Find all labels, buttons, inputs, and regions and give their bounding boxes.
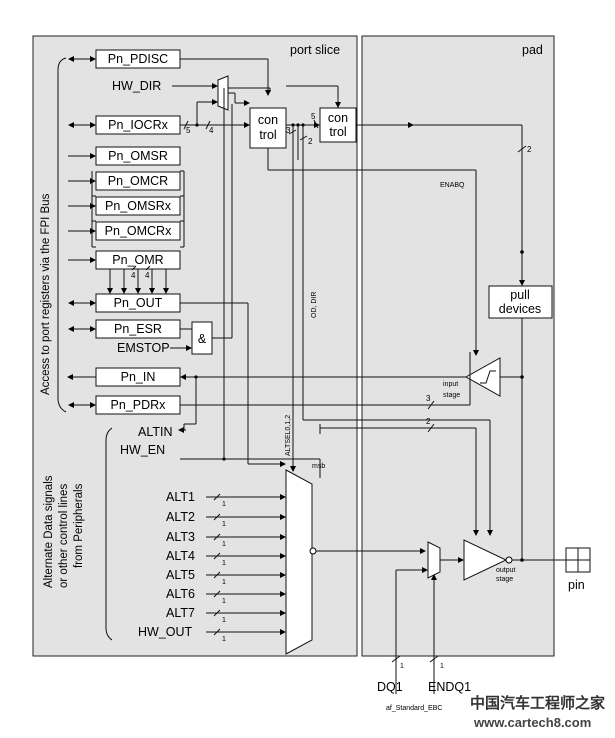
dir-mux bbox=[217, 75, 229, 111]
svg-text:trol: trol bbox=[259, 128, 276, 142]
output-stage: output stage bbox=[463, 539, 516, 583]
fpi-brace bbox=[57, 57, 67, 413]
svg-text:trol: trol bbox=[329, 125, 346, 139]
svg-text:2: 2 bbox=[527, 145, 532, 154]
svg-text:1: 1 bbox=[222, 560, 226, 567]
svg-text:pin: pin bbox=[568, 578, 585, 592]
register-pdisc: Pn_PDISC bbox=[95, 49, 181, 69]
endq1-label: ENDQ1 bbox=[428, 680, 471, 694]
alt2-label: ALT2 bbox=[166, 510, 195, 524]
svg-text:1: 1 bbox=[222, 617, 226, 624]
altin-label: ALTIN bbox=[138, 425, 173, 439]
svg-text:2: 2 bbox=[426, 417, 431, 426]
alt4-label: ALT4 bbox=[166, 549, 195, 563]
svg-text:Pn_PDRx: Pn_PDRx bbox=[111, 398, 167, 412]
register-omr: Pn_OMR bbox=[95, 250, 181, 270]
svg-text:Pn_OMCRx: Pn_OMCRx bbox=[105, 224, 172, 238]
pin-symbol: pin bbox=[565, 547, 591, 592]
figure-id: af_Standard_EBC bbox=[386, 705, 442, 712]
svg-text:3: 3 bbox=[286, 126, 291, 135]
svg-text:1: 1 bbox=[222, 521, 226, 528]
output-mux bbox=[427, 541, 441, 579]
emstop-label: EMSTOP bbox=[117, 341, 170, 355]
hw-dir-label: HW_DIR bbox=[112, 79, 161, 93]
watermark-cn: 中国汽车工程师之家 bbox=[470, 694, 605, 712]
register-out: Pn_OUT bbox=[95, 293, 181, 313]
svg-text:con: con bbox=[328, 111, 348, 125]
svg-text:stage: stage bbox=[443, 392, 460, 399]
register-iocr: Pn_IOCRx bbox=[95, 115, 181, 135]
alt-inputs: ALT1 ALT2 ALT3 ALT4 ALT5 ALT6 ALT7 HW_OU… bbox=[138, 490, 195, 639]
svg-text:output: output bbox=[496, 567, 516, 574]
svg-text:pull: pull bbox=[510, 288, 529, 302]
alt-input-wires bbox=[206, 493, 286, 636]
control-block-1: con trol bbox=[249, 107, 287, 149]
svg-text:Pn_IOCRx: Pn_IOCRx bbox=[108, 118, 168, 132]
svg-text:1: 1 bbox=[222, 541, 226, 548]
svg-text:devices: devices bbox=[499, 302, 541, 316]
svg-text:Pn_OUT: Pn_OUT bbox=[114, 296, 163, 310]
enabq-label: ENABQ bbox=[440, 182, 465, 189]
svg-text:1: 1 bbox=[400, 663, 404, 670]
alt-brace bbox=[105, 427, 113, 641]
svg-text:1: 1 bbox=[222, 579, 226, 586]
alt7-label: ALT7 bbox=[166, 606, 195, 620]
svg-text:con: con bbox=[258, 113, 278, 127]
svg-text:1: 1 bbox=[222, 598, 226, 605]
svg-text:1: 1 bbox=[222, 636, 226, 643]
fpi-access-label: Access to port registers via the FPI Bus bbox=[40, 193, 52, 395]
svg-text:Pn_OMCR: Pn_OMCR bbox=[108, 174, 168, 188]
hw-en-label: HW_EN bbox=[120, 443, 165, 457]
register-omcr: Pn_OMCR bbox=[95, 171, 181, 191]
alternate-label-line3: from Peripherals bbox=[73, 483, 85, 568]
dq1-label: DQ1 bbox=[377, 680, 403, 694]
alternate-label-line2: or other control lines bbox=[58, 484, 70, 588]
alt-mux bbox=[285, 469, 313, 655]
alt6-label: ALT6 bbox=[166, 587, 195, 601]
svg-text:4: 4 bbox=[209, 126, 214, 135]
svg-text:5: 5 bbox=[311, 112, 316, 121]
pad-label: pad bbox=[522, 43, 543, 57]
control-block-2: con trol bbox=[319, 107, 357, 143]
svg-text:3: 3 bbox=[426, 394, 431, 403]
register-pdr: Pn_PDRx bbox=[95, 395, 181, 415]
om-internal-lines bbox=[91, 170, 185, 248]
register-omsrx: Pn_OMSRx bbox=[95, 196, 181, 216]
alt-widths: 1 1 1 1 1 1 1 1 bbox=[222, 501, 226, 643]
msb-label: msb bbox=[312, 463, 325, 470]
omr-to-out-arrows: 4 4 bbox=[107, 265, 169, 294]
svg-text:4: 4 bbox=[131, 271, 136, 280]
svg-text:Pn_OMSR: Pn_OMSR bbox=[108, 149, 168, 163]
svg-text:1: 1 bbox=[440, 663, 444, 670]
svg-text:4: 4 bbox=[145, 271, 150, 280]
svg-text:2: 2 bbox=[308, 137, 313, 146]
svg-text:stage: stage bbox=[496, 576, 513, 583]
register-omsr: Pn_OMSR bbox=[95, 146, 181, 166]
svg-text:1: 1 bbox=[222, 501, 226, 508]
alt3-label: ALT3 bbox=[166, 530, 195, 544]
svg-text:5: 5 bbox=[186, 126, 191, 135]
alt5-label: ALT5 bbox=[166, 568, 195, 582]
svg-text:Pn_IN: Pn_IN bbox=[121, 370, 156, 384]
register-in: Pn_IN bbox=[95, 367, 181, 387]
svg-text:Pn_OMSRx: Pn_OMSRx bbox=[105, 199, 172, 213]
hw-out-label: HW_OUT bbox=[138, 625, 193, 639]
and-gate: & bbox=[191, 321, 213, 355]
svg-text:Pn_ESR: Pn_ESR bbox=[114, 322, 162, 336]
port-slice-label: port slice bbox=[290, 43, 340, 57]
alternate-label-line1: Alternate Data signals bbox=[43, 475, 55, 588]
altsel-label: ALTSEL0,1,2 bbox=[285, 415, 292, 456]
svg-text:Pn_OMR: Pn_OMR bbox=[112, 253, 163, 267]
pull-devices-block: pull devices bbox=[488, 285, 553, 319]
alt1-label: ALT1 bbox=[166, 490, 195, 504]
register-omcrx: Pn_OMCRx bbox=[95, 221, 181, 241]
svg-text:input: input bbox=[443, 381, 458, 388]
svg-text:&: & bbox=[198, 332, 207, 346]
svg-text:Pn_PDISC: Pn_PDISC bbox=[108, 52, 168, 66]
od-dir-label: OD, DIR bbox=[311, 292, 318, 318]
watermark-url: www.cartech8.com bbox=[473, 715, 591, 730]
register-esr: Pn_ESR bbox=[95, 319, 181, 339]
